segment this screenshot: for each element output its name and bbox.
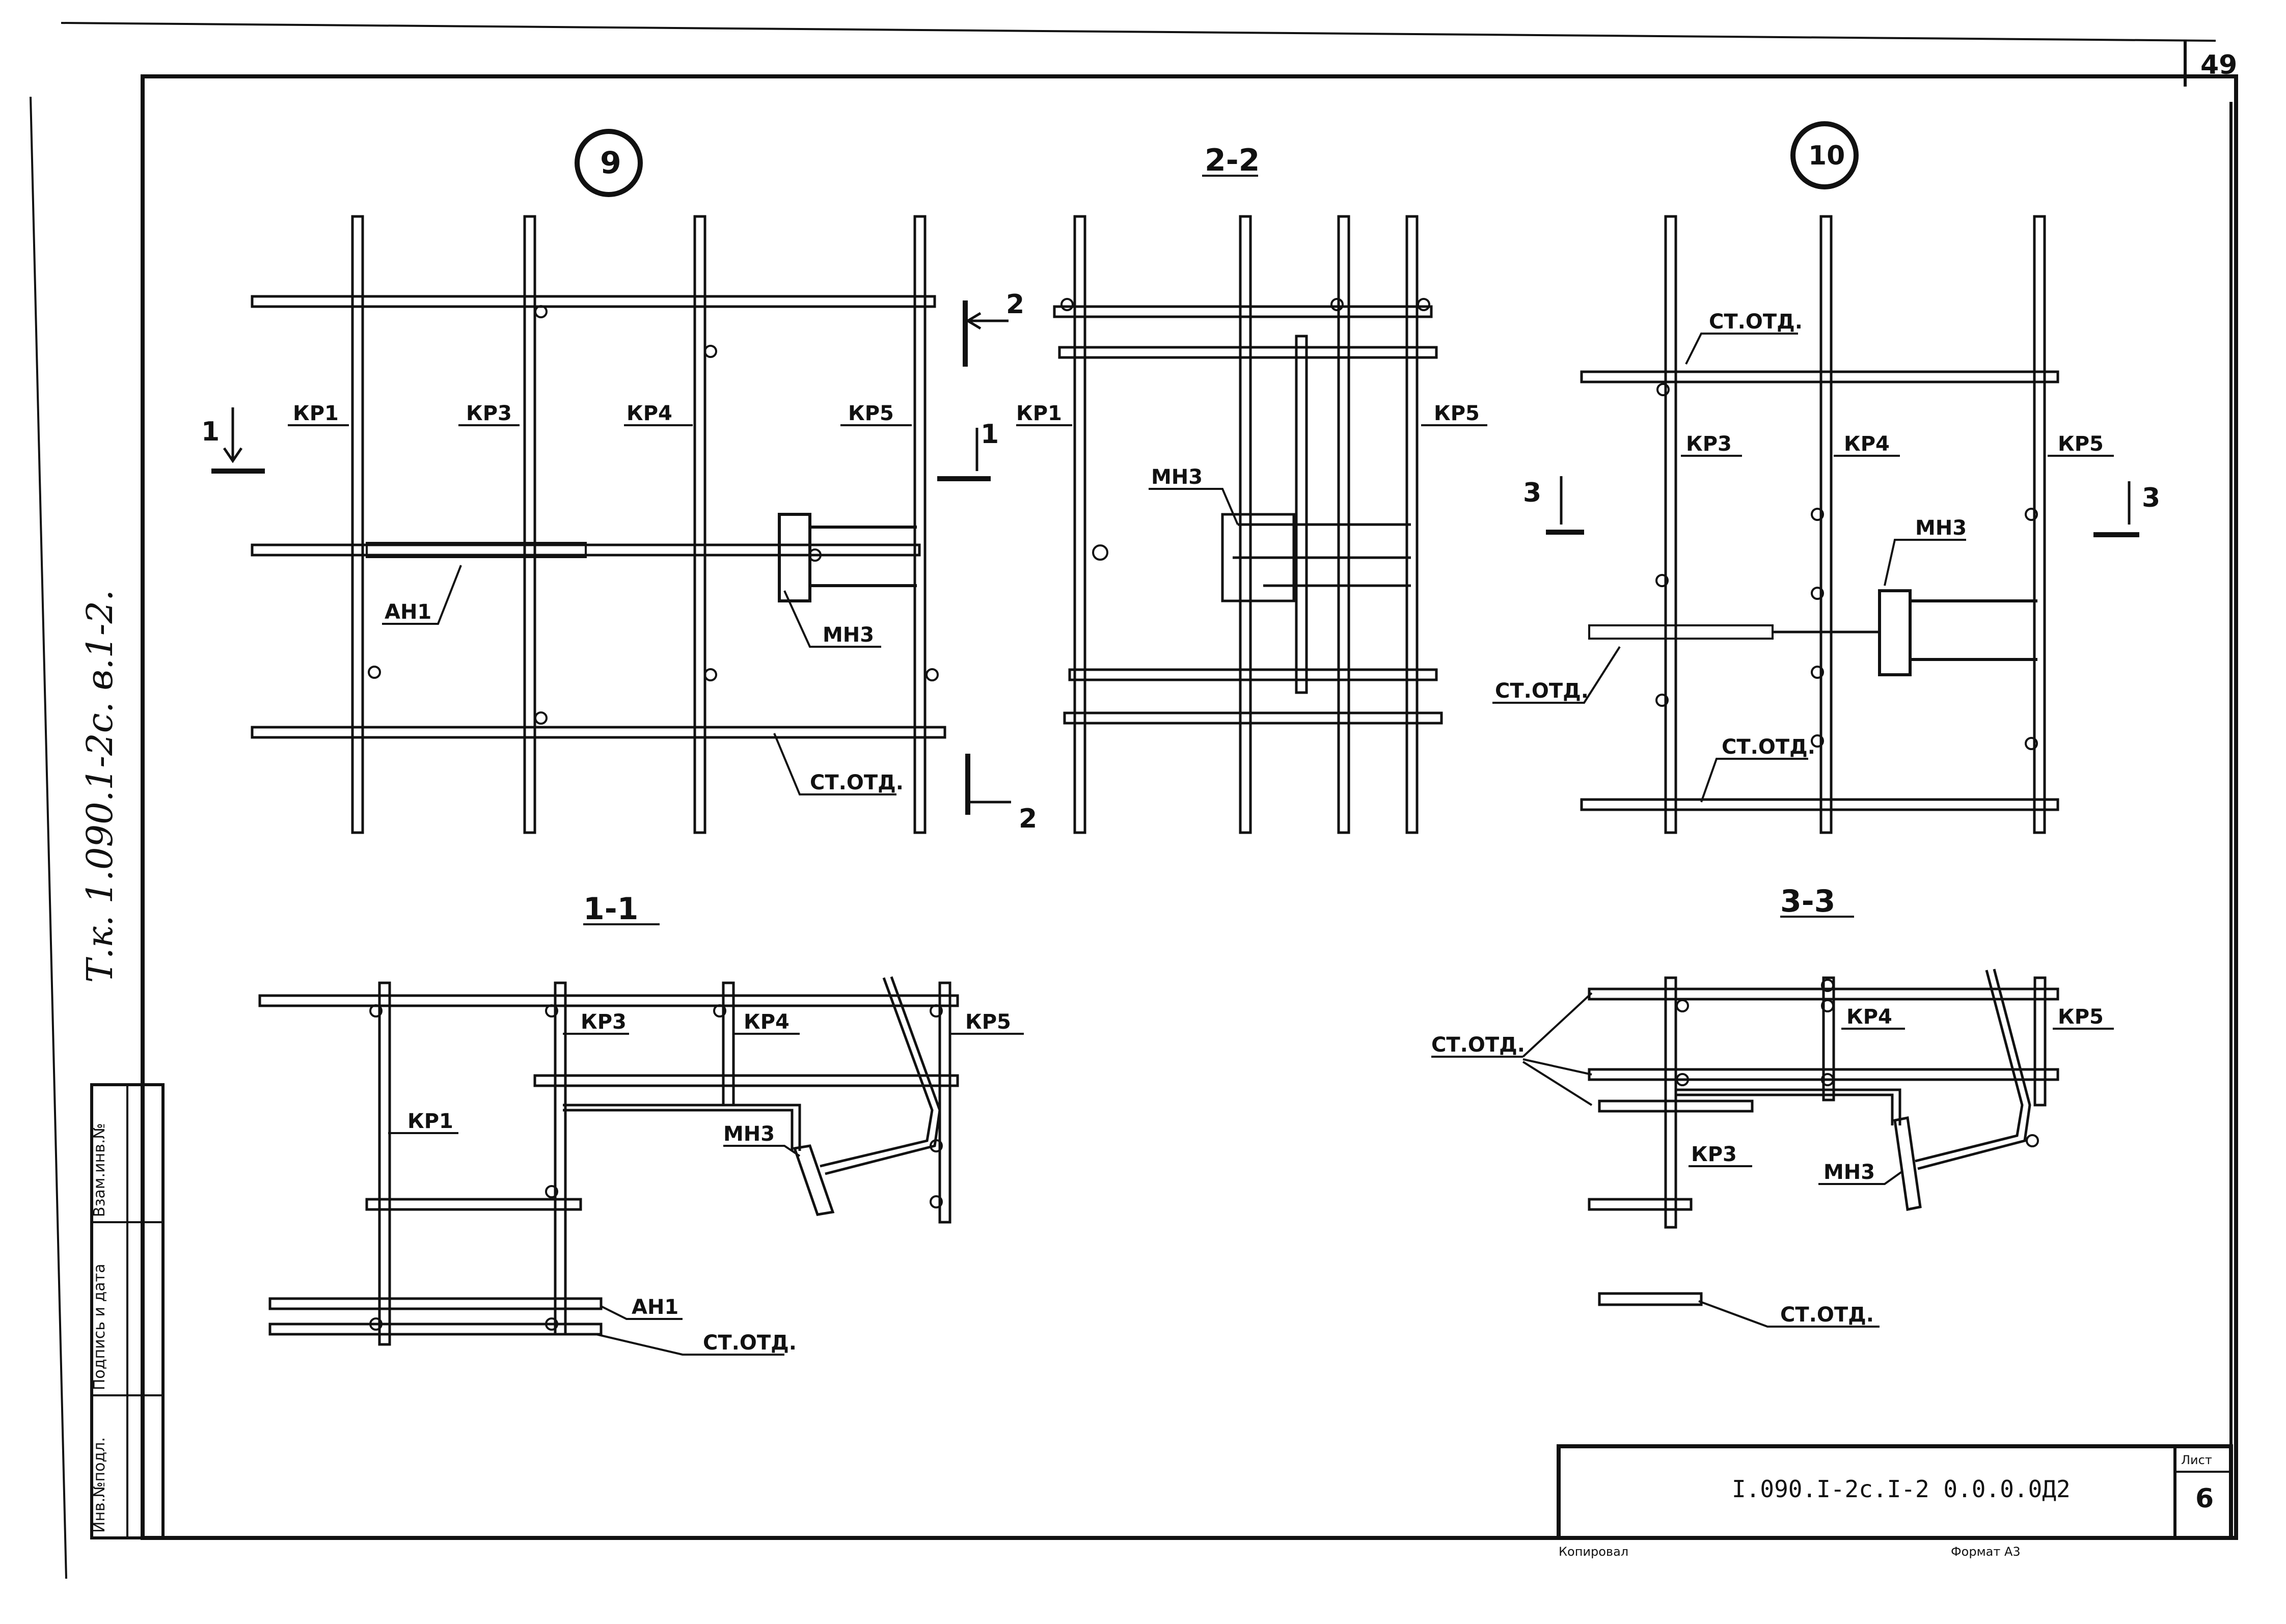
view-2-2 (1016, 175, 1487, 834)
v9-section-2-top: 2 (1006, 289, 1024, 320)
v9-label-kr4: КР4 (627, 402, 672, 425)
stamp-col-3: Взам.инв.№ (91, 1123, 108, 1217)
v10-label-kr3: КР3 (1686, 432, 1732, 456)
v10-section-3-right: 3 (2142, 483, 2160, 513)
v9-label-kr5: КР5 (848, 402, 894, 425)
drawing-code: I.090.I-2c.I-2 0.0.0.0Д2 (1732, 1475, 2071, 1503)
copied-label: Копировал (1559, 1545, 1628, 1559)
v10-label-mn3: МН3 (1915, 516, 1967, 540)
v33-label-kr3: КР3 (1691, 1143, 1737, 1166)
v22-label-kr5: КР5 (1434, 402, 1480, 425)
view-1-1-title: 1-1 (583, 891, 638, 927)
side-code-text: Т.к. 1.090.1-2с. в.1-2. (79, 590, 121, 983)
v11-label-kr4: КР4 (744, 1010, 790, 1034)
view-3-3 (1431, 916, 2114, 1328)
v9-section-1-left: 1 (201, 417, 220, 447)
view-2-2-title: 2-2 (1205, 143, 1260, 178)
v33-label-mn3: МН3 (1824, 1161, 1875, 1184)
v9-label-mn3: МН3 (823, 623, 874, 647)
v10-label-st-otd-mid: СТ.ОТД. (1495, 679, 1589, 703)
v11-label-kr5: КР5 (965, 1010, 1011, 1034)
v9-section-1-right: 1 (981, 419, 999, 450)
v10-label-st-otd-top: СТ.ОТД. (1709, 310, 1803, 334)
v9-label-st-otd: СТ.ОТД. (810, 771, 904, 794)
format-label: Формат А3 (1951, 1545, 2021, 1559)
v33-label-st-otd-bottom: СТ.ОТД. (1780, 1303, 1874, 1327)
view-3-3-title: 3-3 (1780, 884, 1835, 919)
stamp-col-2: Подпись и дата (91, 1264, 108, 1391)
v9-label-an1: АН1 (385, 600, 431, 624)
v10-label-kr5: КР5 (2058, 432, 2104, 456)
v10-section-3-left: 3 (1523, 478, 1541, 508)
view-1-1 (258, 923, 1024, 1356)
v9-label-kr1: КР1 (293, 402, 339, 425)
stamp-labels: Инв.№подл. Подпись и дата Взам.инв.№ (91, 1123, 108, 1533)
sheet-frame (30, 22, 2238, 1579)
view-10 (1492, 121, 2139, 834)
v22-label-mn3: МН3 (1151, 465, 1203, 489)
v11-label-an1: АН1 (632, 1296, 678, 1319)
sheet-label: Лист (2181, 1453, 2212, 1467)
sheet-number: 6 (2195, 1483, 2214, 1514)
v33-label-kr4: КР4 (1846, 1005, 1892, 1029)
v11-label-st-otd: СТ.ОТД. (703, 1331, 797, 1355)
v22-label-kr1: КР1 (1016, 402, 1062, 425)
view-9 (211, 129, 1011, 834)
v10-label-st-otd-bottom: СТ.ОТД. (1722, 735, 1815, 759)
v11-label-mn3: МН3 (723, 1122, 775, 1146)
v33-label-st-otd-group: СТ.ОТД. (1431, 1033, 1525, 1057)
view-10-marker: 10 (1808, 141, 1845, 171)
v33-label-kr5: КР5 (2058, 1005, 2104, 1029)
v9-section-2-bottom: 2 (1019, 804, 1037, 834)
side-code: Т.к. 1.090.1-2с. в.1-2. (79, 590, 121, 983)
page-number: 49 (2200, 50, 2237, 80)
title-block (1557, 1444, 2233, 1540)
v10-label-kr4: КР4 (1844, 432, 1890, 456)
v9-label-kr3: КР3 (466, 402, 512, 425)
v11-label-kr3: КР3 (581, 1010, 627, 1034)
view-9-marker: 9 (600, 145, 621, 181)
v11-label-kr1: КР1 (407, 1110, 453, 1133)
stamp-col-1: Инв.№подл. (91, 1437, 108, 1533)
